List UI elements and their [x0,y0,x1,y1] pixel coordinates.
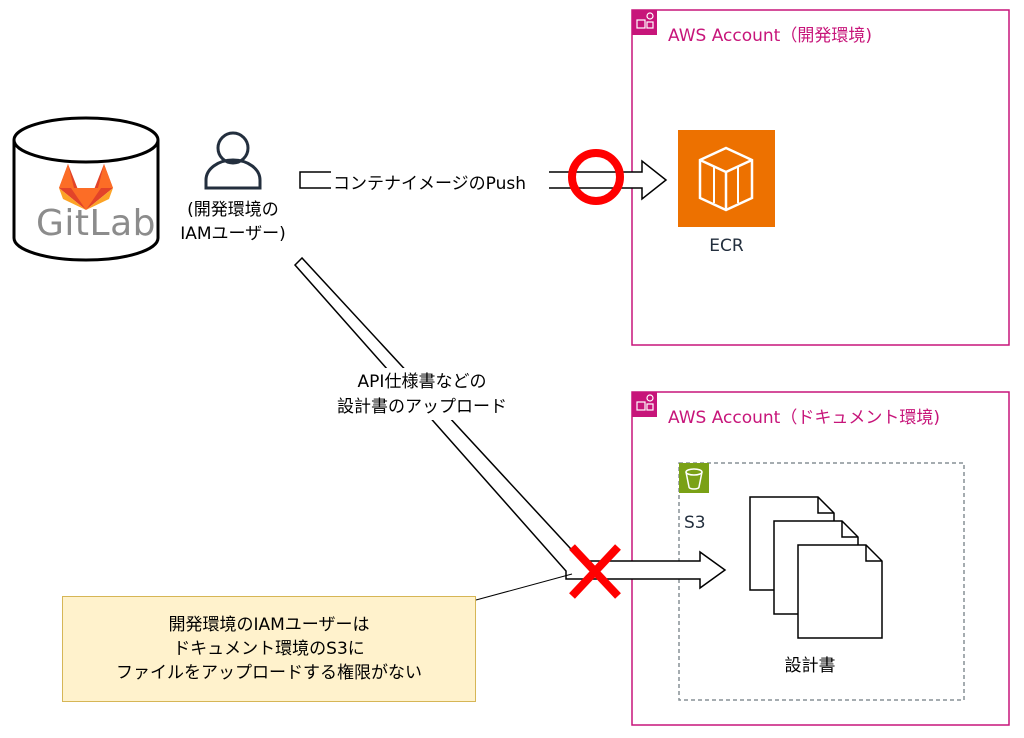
s3-label: S3 [684,513,706,533]
user-label: (開発環境の IAMユーザー) [170,198,296,246]
push-arrow-label: コンテナイメージのPush [333,174,527,194]
account-doc-title: AWS Account（ドキュメント環境) [668,408,940,428]
user-label-line2: IAMユーザー) [180,224,286,244]
ecr-label: ECR [709,236,744,256]
upload-arrow-label: API仕様書などの 設計書のアップロード [316,370,528,420]
s3-group-box [678,462,965,701]
note-line1: 開発環境のIAMユーザーは [168,615,370,635]
upload-arrow [293,256,727,590]
user-label-line1: (開発環境の [187,200,279,220]
note-line3: ファイルをアップロードする権限がない [116,663,422,683]
account-dev-title: AWS Account（開発環境) [668,26,872,46]
push-arrow-label-bg [331,169,549,191]
gitlab-logo-icon [59,164,113,210]
note-connector [475,573,573,601]
upload-arrow-label-line2: 設計書のアップロード [337,397,507,417]
account-doc-box [631,391,1010,726]
account-dev-icon [632,10,657,35]
documents-icon [749,496,883,639]
ecr-icon [678,130,775,227]
upload-arrow-label-bg [330,368,515,420]
user-icon [204,131,262,190]
allowed-circle-icon [568,149,624,205]
permission-note: 開発環境のIAMユーザーは ドキュメント環境のS3に ファイルをアップロードする… [62,596,476,702]
account-doc-icon [632,392,657,417]
note-line2: ドキュメント環境のS3に [173,639,365,659]
upload-arrow-label-line1: API仕様書などの [357,372,487,392]
documents-label: 設計書 [784,656,836,676]
gitlab-label: GitLab [36,203,156,244]
denied-cross-icon [569,544,621,599]
s3-bucket-icon [679,463,709,493]
